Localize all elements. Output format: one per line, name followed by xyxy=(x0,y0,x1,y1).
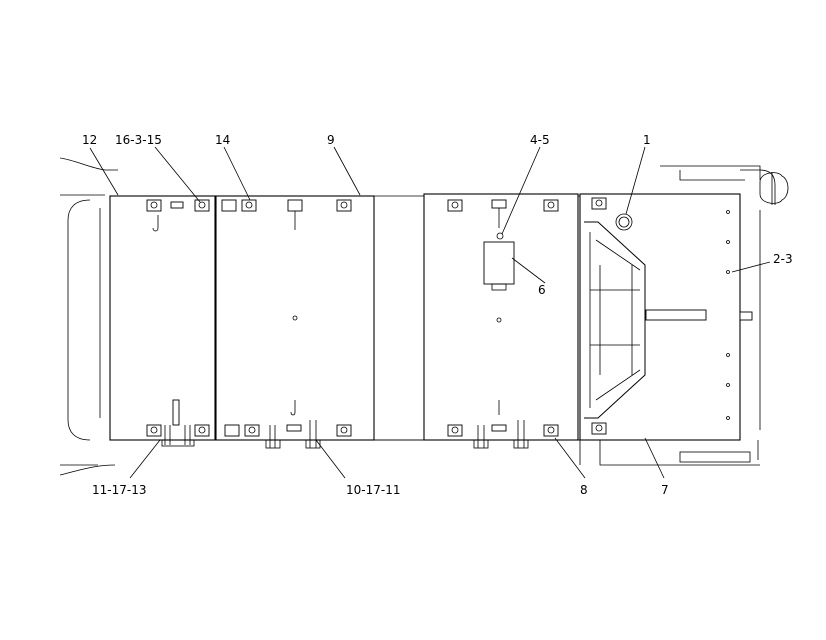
callout-6: 6 xyxy=(538,283,546,297)
plate-12 xyxy=(109,195,216,447)
callout-labels: 12 16-3-15 14 9 4-5 1 2-3 6 11-17-13 10-… xyxy=(82,133,793,497)
callout-7: 7 xyxy=(661,483,669,497)
callout-16-3-15: 16-3-15 xyxy=(115,133,162,147)
callout-4-5: 4-5 xyxy=(530,133,550,147)
component-6-box xyxy=(483,241,515,285)
leader-lines xyxy=(89,146,771,479)
plate-9 xyxy=(215,195,375,449)
callout-8: 8 xyxy=(580,483,588,497)
side-knob xyxy=(759,172,789,205)
callout-12: 12 xyxy=(82,133,97,147)
part-1-circle xyxy=(615,213,633,231)
callout-1: 1 xyxy=(643,133,651,147)
callout-9: 9 xyxy=(327,133,335,147)
callout-14: 14 xyxy=(215,133,230,147)
callout-10-17-11: 10-17-11 xyxy=(346,483,400,497)
plate-8 xyxy=(423,193,579,449)
plate-7 xyxy=(579,193,753,441)
callout-2-3: 2-3 xyxy=(773,252,793,266)
callout-11-17-13: 11-17-13 xyxy=(92,483,146,497)
